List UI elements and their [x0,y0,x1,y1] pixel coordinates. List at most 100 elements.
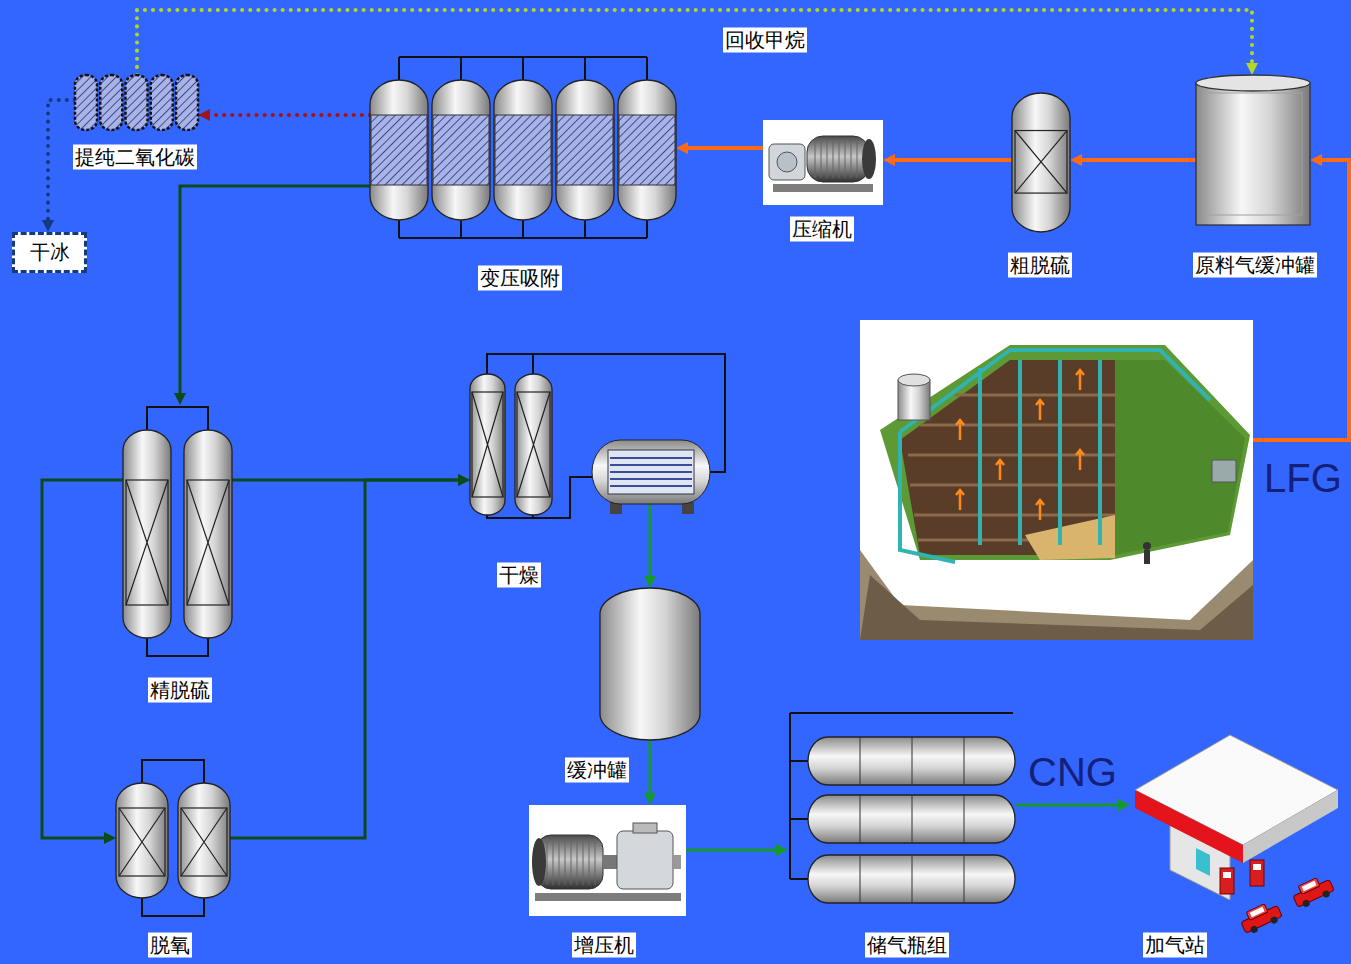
motor-fin [815,140,816,178]
cooler-tube [610,478,692,480]
motor-body [807,136,869,182]
drawing-part [1018,360,1022,545]
cylinder-seam [964,737,965,785]
deoxygenator: 脱氧 [116,758,230,918]
motor-fin [583,839,584,885]
packing-bed [472,392,503,497]
vessel-body [515,374,552,515]
cylinder-seam [860,855,861,903]
drawing-part [920,424,1115,427]
equipment-caption: 精脱硫 [148,678,212,703]
packing-bed [187,480,229,605]
equipment-symbol [1012,93,1070,232]
flow-arrow [686,849,780,852]
tank-top [1196,75,1310,91]
car-roof [1298,878,1320,895]
drawing-part [1098,360,1102,545]
drawing-part [1058,360,1062,545]
vessel-body [618,80,676,220]
motor-fin [827,140,828,178]
vessel-body [178,783,230,898]
packing-cross [119,808,165,876]
motor-fin [565,839,566,885]
vessel-body [100,75,122,130]
packing-cross [1015,131,1067,194]
flow-arrow [42,480,123,838]
motor-fin [553,839,554,885]
cooler-tube [610,464,692,466]
car-roof [1246,904,1268,921]
equipment-caption: 压缩机 [790,217,854,242]
compressor-top [633,823,657,833]
drawing-part [898,374,930,386]
equipment-group [790,713,1015,903]
motor-fin [559,839,560,885]
equipment-caption: 粗脱硫 [1008,253,1072,278]
flow-arrow [180,186,370,397]
canopy-front [1135,790,1243,863]
equipment-group [763,120,883,205]
flow-arrow [1078,158,1196,162]
fuel-pump [1220,868,1234,894]
car-body [1293,879,1334,907]
packing-bed [1015,131,1067,194]
drawing-part [900,350,1210,432]
motor-cap [532,838,546,886]
equipment-caption: 增压机 [572,933,636,958]
edge-label: 回收甲烷 [723,28,807,53]
fine-desulfurizer: 精脱硫 [123,405,232,658]
equipment-symbol [600,588,700,740]
packing-bed [517,392,550,497]
vessel-body [432,80,490,220]
vessel-body [116,783,168,898]
pump-screen [1253,864,1261,870]
equipment-group [370,57,676,238]
flow-arrow [649,520,652,580]
adsorbent-bed [495,115,551,185]
motor-fin [571,839,572,885]
equipment-caption: 变压吸附 [478,266,562,291]
pump-flange [777,152,797,172]
equipment-group [116,760,230,916]
vessel-body [184,430,232,638]
cylinder-seam [964,855,965,903]
adsorbent-bed [371,115,427,185]
landfill-illustration [860,320,1253,640]
equipment-group [600,588,700,740]
drawing-part [1212,460,1236,482]
flow-arrow [1015,804,1122,807]
dryer-unit: 干燥 [470,352,727,520]
flow-arrow [649,740,652,797]
buffer-tank: 原料气缓冲罐 [1196,75,1310,225]
canopy-top [1135,735,1338,845]
flow-arrow [891,158,1012,162]
motor-cap [862,139,876,179]
equipment-caption: 干燥 [497,563,541,588]
drawing-part [1143,542,1151,550]
packing-bed [126,480,168,605]
vessel-body [470,374,505,515]
car-icon [1290,873,1336,910]
tank-body [1196,83,1310,225]
gas-cylinder [808,855,1015,903]
flow-arrow [206,113,370,117]
drawing-part [860,550,1253,640]
flow-arrow [137,10,1252,75]
motor-fin [833,140,834,178]
vessel-body [494,80,552,220]
adsorbent-bed [619,115,675,185]
fuel-pump [1250,860,1264,886]
equipment-caption: 储气瓶组 [865,933,949,958]
cylinder-seam [964,795,965,843]
packing-cross [472,392,503,497]
product-box: 干冰 [12,232,87,273]
picture-ground [529,805,686,916]
drawing-part [1115,360,1245,555]
car-wheel [1269,915,1278,924]
drawing-part [860,320,1253,640]
adsorbent-bed [557,115,613,185]
equipment-group [1196,75,1310,225]
equipment-symbol [116,758,230,918]
canopy-side [1243,790,1338,863]
cylinder-seam [912,795,913,843]
